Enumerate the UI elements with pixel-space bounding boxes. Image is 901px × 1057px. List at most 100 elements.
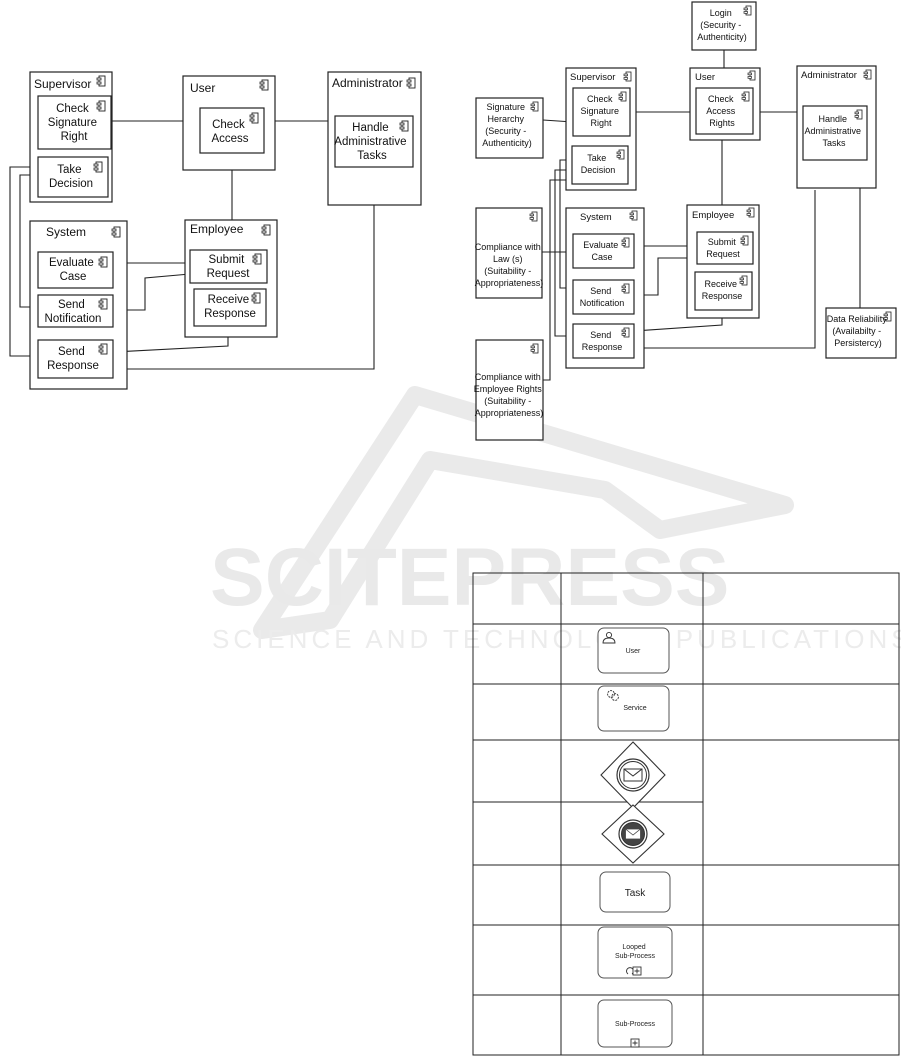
- right-conn-notification-submit: [634, 257, 697, 296]
- message-gateway-icon: [600, 741, 666, 809]
- bpmn-looped-subprocess: [597, 926, 673, 979]
- right-emprights-l2: Employee Rights: [474, 384, 543, 394]
- right-conn-response-admin: [634, 190, 816, 349]
- svg-text:Check Signature Ri: Check Signature Right: [48, 103, 100, 143]
- right-compliance-law-box[interactable]: [475, 207, 543, 299]
- right-check-access-l1: Check: [708, 94, 734, 104]
- component-icon: [616, 149, 625, 160]
- right-law-l1: Compliance with: [475, 242, 541, 252]
- svg-text:Receive Response: Receive Response: [702, 279, 743, 301]
- component-icon: [251, 292, 261, 304]
- left-response-l1: Send: [58, 346, 85, 358]
- svg-text:Take Decision: Take Decision: [49, 164, 93, 190]
- right-component-diagram: Login (Security - Authenticity) Signatur…: [474, 1, 897, 441]
- left-evaluate-l2: Case: [60, 271, 87, 283]
- component-icon: [621, 327, 630, 338]
- component-icon: [249, 112, 259, 124]
- component-icon: [854, 109, 863, 120]
- svg-text:Check Access: Check Access: [211, 119, 248, 145]
- right-hierarchy-l4: Authenticity): [482, 138, 532, 148]
- right-handle-admin-l1: Handle: [818, 114, 847, 124]
- component-icon: [740, 235, 749, 246]
- right-take-decision-l2: Decision: [581, 165, 616, 175]
- svg-text:Check Signature Ri: Check Signature Right: [580, 94, 621, 128]
- right-administrator-title: Administrator: [801, 70, 857, 81]
- gear-icon: [607, 690, 619, 701]
- left-receive-response-box[interactable]: [193, 288, 267, 327]
- left-system-title: System: [46, 225, 86, 239]
- bpmn-service-task: [597, 685, 670, 732]
- left-user-title: User: [190, 81, 215, 95]
- svg-text:Signature Herarchy: Signature Herarchy (Security - Authentic…: [482, 102, 532, 148]
- component-icon: [623, 71, 632, 82]
- left-component-diagram: Supervisor Check Signature Right Take De…: [9, 71, 422, 390]
- expand-icon: [630, 1038, 640, 1048]
- svg-text:Send Response: Send Response: [47, 346, 99, 372]
- right-emprights-l4: Appropriateness): [475, 408, 544, 418]
- right-system-title: System: [580, 212, 612, 223]
- right-login-l2: (Security -: [700, 20, 741, 30]
- left-conn-decision-response: [9, 166, 38, 357]
- component-icon: [252, 253, 262, 265]
- left-conn-notification-submit: [113, 273, 191, 311]
- watermark-sub: SCIENCE AND TECHNOLOGY PUBLICATIONS: [212, 624, 901, 654]
- svg-text:Check Access Right: Check Access Rights: [706, 94, 738, 128]
- component-icon: [93, 161, 103, 173]
- component-icon: [621, 283, 630, 294]
- left-handle-admin-l3: Tasks: [357, 150, 387, 162]
- right-notification-l2: Notification: [580, 298, 625, 308]
- right-data-l1: Data Reliability: [827, 314, 888, 324]
- svg-text:Compliance with Employee: Compliance with Employee Rights (Suitabi…: [474, 372, 545, 418]
- svg-text:Submit Request: Submit Request: [706, 237, 740, 259]
- left-supervisor-title: Supervisor: [34, 77, 91, 91]
- svg-text:Evaluate Case: Evaluate Case: [49, 257, 97, 283]
- left-evaluate-case-box[interactable]: [37, 251, 114, 289]
- bpmn-user-task: [597, 627, 670, 674]
- component-icon: [883, 311, 892, 322]
- bpmn-service-label: Service: [623, 705, 646, 712]
- left-check-access-l1: Check: [212, 119, 245, 131]
- right-check-access-l2: Access: [706, 106, 736, 116]
- right-check-signature-l1: Check: [587, 94, 613, 104]
- left-check-access-l2: Access: [211, 133, 248, 145]
- component-icon: [98, 298, 108, 310]
- right-emprights-l1: Compliance with: [475, 372, 541, 382]
- right-take-decision-box[interactable]: [571, 145, 629, 185]
- expand-icon: [632, 966, 642, 976]
- component-icon: [96, 100, 106, 112]
- component-icon: [98, 256, 108, 268]
- right-data-l3: Persistercy): [834, 338, 882, 348]
- svg-text:Receive Response: Receive Response: [204, 294, 256, 320]
- left-conn-response-admin: [113, 205, 375, 370]
- right-hierarchy-l2: Herarchy: [487, 114, 524, 124]
- left-employee-title: Employee: [190, 222, 244, 236]
- left-send-notification-box[interactable]: [37, 294, 114, 328]
- svg-text:Data Reliability (Availa: Data Reliability (Availabilty - Persiste…: [827, 314, 890, 348]
- right-handle-admin-l2: Administrative: [804, 126, 861, 136]
- svg-text:Submit Request: Submit Request: [207, 254, 251, 280]
- message-gateway-filled-icon: [601, 804, 665, 864]
- component-icon: [406, 77, 416, 89]
- right-data-reliability-box[interactable]: [825, 307, 897, 359]
- right-submit-l1: Submit: [708, 237, 737, 247]
- svg-text:Evaluate Case: Evaluate Case: [583, 240, 621, 262]
- right-compliance-employee-box[interactable]: [475, 339, 544, 441]
- right-check-access-l3: Rights: [709, 118, 735, 128]
- right-receive-response-box[interactable]: [694, 271, 753, 311]
- svg-text:Send Response: Send Response: [582, 330, 623, 352]
- left-receive-l2: Response: [204, 308, 256, 320]
- left-check-signature-l3: Right: [61, 131, 89, 143]
- component-icon: [621, 237, 630, 248]
- right-receive-l2: Response: [702, 291, 743, 301]
- right-law-l4: Appropriateness): [475, 278, 544, 288]
- component-icon: [629, 210, 638, 221]
- left-submit-request-box[interactable]: [189, 249, 268, 284]
- right-law-l2: Law (s): [493, 254, 523, 264]
- svg-text:Compliance with Law (s): Compliance with Law (s) (Suitability - A…: [475, 242, 544, 288]
- right-check-signature-l2: Signature: [580, 106, 619, 116]
- right-handle-admin-box[interactable]: [802, 105, 868, 161]
- bpmn-user-label: User: [626, 648, 641, 655]
- right-employee-title: Employee: [692, 210, 734, 221]
